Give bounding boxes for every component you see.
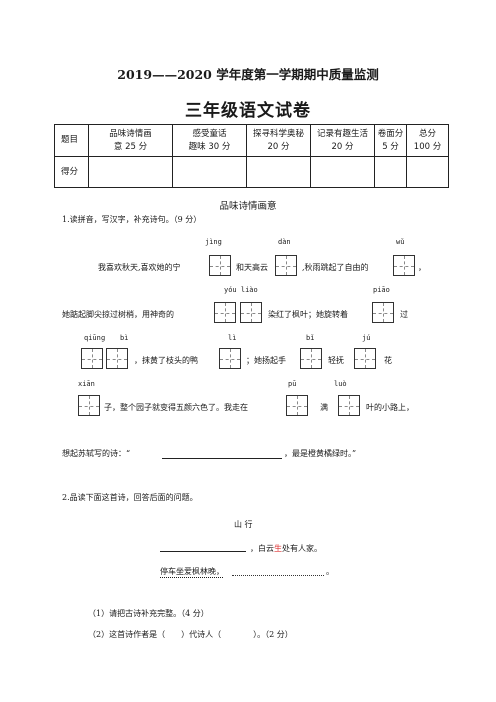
- score-input-cell[interactable]: [246, 156, 311, 188]
- char-box[interactable]: [214, 302, 236, 323]
- score-input-cell[interactable]: [374, 156, 407, 188]
- text-segment: ；她扬起手: [246, 356, 286, 365]
- answer-blank[interactable]: [162, 458, 282, 459]
- section-title: 品味诗情画意: [219, 201, 277, 212]
- char-box[interactable]: [338, 395, 360, 416]
- poem-title: 山 行: [234, 520, 253, 529]
- char-box[interactable]: [240, 302, 262, 323]
- header-cell-fairy-tale: 感受童话趣味 30 分: [172, 124, 247, 157]
- text-segment: 轻抚: [328, 356, 344, 365]
- text-segment: 子，整个园子就变得五颜六色了。我走在: [104, 403, 248, 412]
- char-box[interactable]: [81, 348, 103, 369]
- header-cell-poetry: 品味诗情画意 25 分: [88, 124, 173, 157]
- text-segment: 染红了枫叶；她旋转着: [268, 310, 348, 319]
- poem-prompt: 想起苏轼写的诗：“: [62, 449, 131, 458]
- text-segment: ，抹黄了枝头的鸭: [134, 356, 198, 365]
- char-box[interactable]: [78, 395, 100, 416]
- char-box[interactable]: [209, 255, 231, 276]
- sub-question-1: （1）请把古诗补充完整。（4 分）: [88, 609, 209, 618]
- pinyin: lì: [228, 334, 237, 342]
- pinyin: qiūnɡ: [84, 334, 106, 342]
- pinyin: pū: [288, 380, 297, 388]
- q2-prompt: 2.品读下面这首诗，回答后面的问题。: [62, 493, 198, 502]
- pinyin: jìng: [205, 238, 222, 246]
- pinyin: xiān: [78, 380, 95, 388]
- char-box[interactable]: [275, 255, 297, 276]
- poem-prompt-end: ，最是橙黄橘绿时。”: [284, 449, 357, 458]
- char-box[interactable]: [372, 302, 394, 323]
- pinyin: wǔ: [396, 238, 405, 246]
- score-input-cell[interactable]: [172, 156, 247, 188]
- pinyin: bǐ: [306, 334, 315, 342]
- poem-line-2-end: 。: [326, 567, 334, 576]
- exam-title: 2019——2020 学年度第一学期期中质量监测: [117, 67, 379, 82]
- sub-question-2: （2）这首诗作者是（ ）代诗人（ ）。（2 分）: [88, 630, 293, 639]
- text-segment: ,秋雨跳起了自由的: [302, 263, 369, 272]
- header-cell-topic: 题目: [54, 124, 89, 157]
- text-segment: 花: [384, 356, 392, 365]
- poem-blank-2[interactable]: [232, 575, 324, 576]
- char-box[interactable]: [393, 255, 415, 276]
- text-segment: 满: [320, 403, 328, 412]
- text-segment: 叶的小路上，: [366, 403, 414, 412]
- exam-subtitle: 三年级语文试卷: [185, 101, 311, 121]
- score-input-cell[interactable]: [88, 156, 173, 188]
- text-segment: 和天高云: [236, 263, 268, 272]
- char-box[interactable]: [106, 348, 128, 369]
- pinyin: dàn: [278, 238, 291, 246]
- score-input-cell[interactable]: [310, 156, 375, 188]
- char-box[interactable]: [300, 348, 322, 369]
- poem-line-2: 停车坐爱枫林晚，: [160, 567, 224, 576]
- text-segment: ，: [418, 263, 426, 272]
- text-segment: 我喜欢秋天,喜欢她的宁: [98, 263, 181, 272]
- pinyin: jú: [362, 334, 371, 342]
- char-box[interactable]: [219, 348, 241, 369]
- char-box[interactable]: [286, 395, 308, 416]
- text-segment: 过: [400, 310, 408, 319]
- pinyin: luò: [334, 380, 347, 388]
- score-row-label: 得分: [54, 156, 89, 188]
- pinyin: bì: [120, 334, 129, 342]
- pinyin: yóu liào: [224, 286, 258, 294]
- poem-line-1: ，白云生处有人家。: [250, 544, 322, 553]
- text-segment: 她踮起脚尖掠过树梢，用神奇的: [62, 310, 174, 319]
- q1-prompt: 1.读拼音，写汉字，补充诗句。（9 分）: [62, 215, 202, 224]
- score-input-cell[interactable]: [406, 156, 449, 188]
- char-box[interactable]: [354, 348, 376, 369]
- poem-blank-1[interactable]: [160, 551, 246, 552]
- pinyin: piāo: [373, 286, 390, 294]
